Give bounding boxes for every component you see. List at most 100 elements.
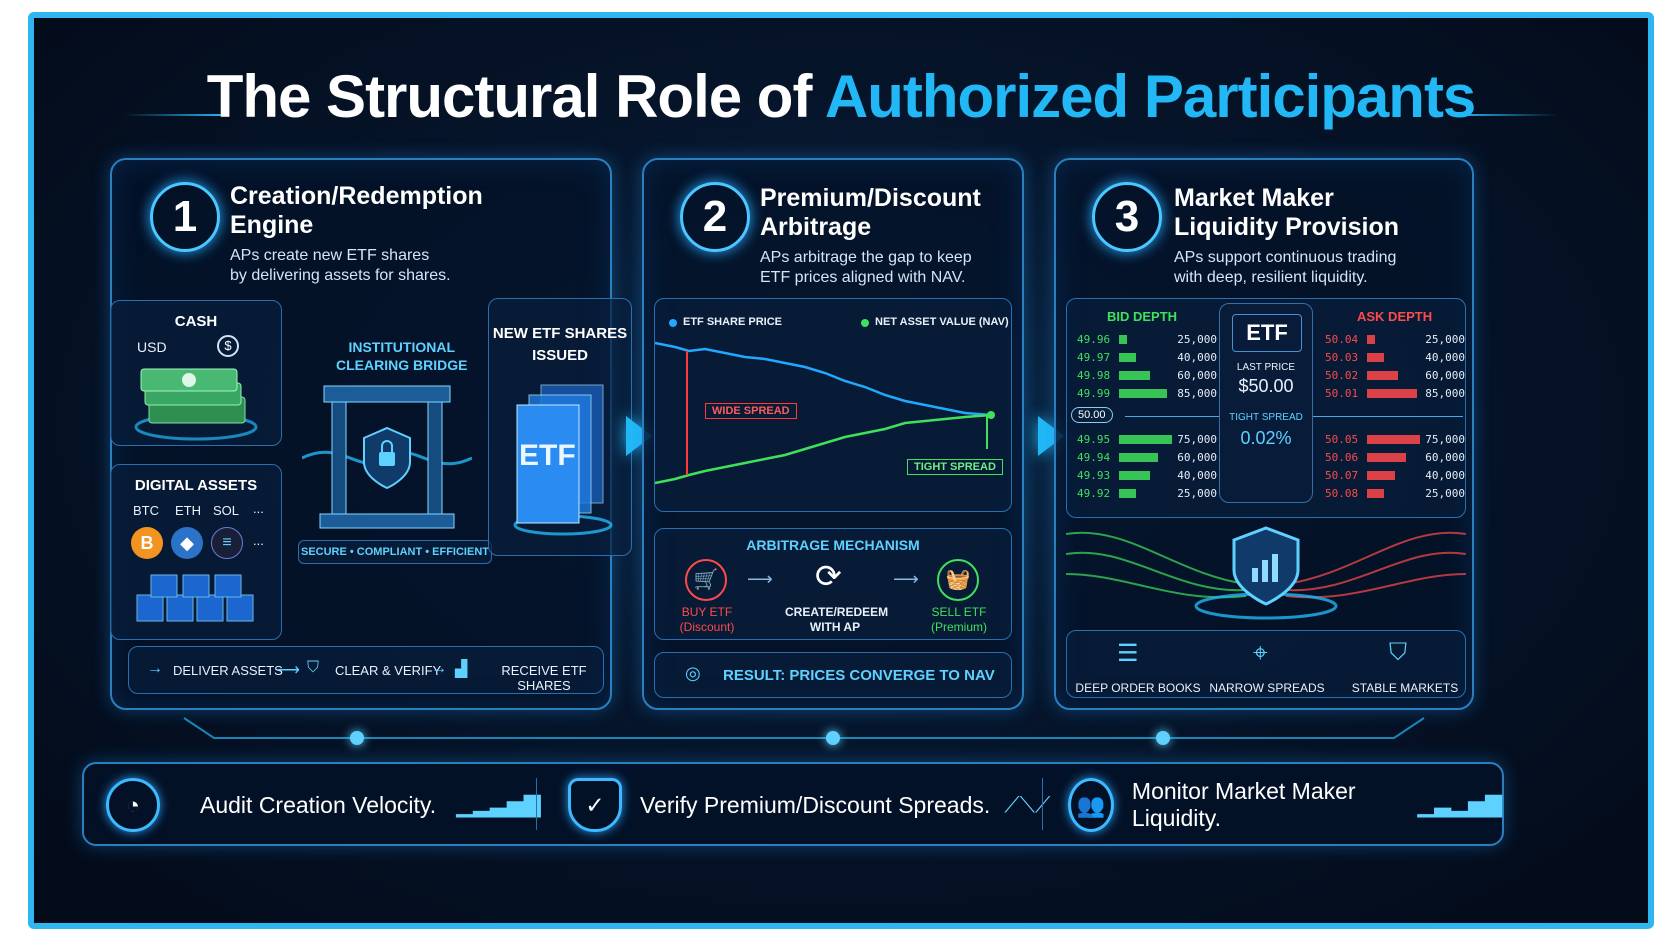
ask-price: 50.06 xyxy=(1325,451,1359,464)
legend-nav-marker xyxy=(861,319,869,327)
bid-depth-bar xyxy=(1119,371,1150,380)
ask-quantity: 40,000 xyxy=(1425,351,1465,364)
ask-price: 50.04 xyxy=(1325,333,1359,346)
buy-basket-icon: 🛒 xyxy=(685,559,727,601)
step-clear-verify: CLEAR & VERIFY xyxy=(335,663,442,678)
ask-price: 50.08 xyxy=(1325,487,1359,500)
bid-quantity: 75,000 xyxy=(1177,433,1217,446)
monitor-label: Monitor Market Maker Liquidity. xyxy=(1131,778,1356,831)
mid-line-left xyxy=(1125,416,1219,417)
bid-depth-bar xyxy=(1119,353,1136,362)
nav-line xyxy=(655,413,992,485)
legend-nav-label: NET ASSET VALUE (NAV) xyxy=(875,316,1009,328)
ask-price: 50.05 xyxy=(1325,433,1359,446)
deep-order-books-label: DEEP ORDER BOOKS xyxy=(1075,681,1201,695)
crypto-blocks-icon xyxy=(136,574,254,622)
cash-label: CASH xyxy=(174,313,218,330)
arrow-right-icon-3: → xyxy=(431,660,447,677)
step-receive-etf-shares: RECEIVE ETF SHARES xyxy=(501,663,587,693)
bid-quantity: 25,000 xyxy=(1177,487,1217,500)
connector-dot-2 xyxy=(826,731,840,745)
footer-divider-1 xyxy=(536,778,537,830)
mid-price-badge: 50.00 xyxy=(1071,407,1113,423)
refresh-icon: ⟳ xyxy=(815,558,842,594)
market-features-bar: ☰ DEEP ORDER BOOKS ⌖ NARROW SPREADS ⛉ ST… xyxy=(1066,630,1466,698)
ask-depth-label: ASK DEPTH xyxy=(1357,309,1433,324)
shield-icon: ⛉ xyxy=(1389,639,1407,666)
bid-order-row: 49.92 25,000 xyxy=(1077,487,1217,500)
ask-depth-bar xyxy=(1367,471,1395,480)
mid-line-right xyxy=(1313,416,1463,417)
verify-label: Verify Premium/Discount Spreads. xyxy=(640,791,991,818)
bitcoin-icon: B xyxy=(131,527,163,559)
ask-price: 50.03 xyxy=(1325,351,1359,364)
bid-price: 49.92 xyxy=(1077,487,1111,500)
crosshair-icon: ⌖ xyxy=(1253,637,1268,667)
etf-quote-box: ETF LAST PRICE $50.00 TIGHT SPREAD 0.02% xyxy=(1219,303,1313,503)
ask-depth-bar xyxy=(1367,453,1407,462)
ask-depth-bar xyxy=(1367,389,1418,398)
arrow-right-icon-4: ⟶ xyxy=(747,569,773,589)
ask-quantity: 60,000 xyxy=(1425,451,1465,464)
etf-price-line xyxy=(655,341,992,417)
arbitrage-mechanism-box: ARBITRAGE MECHANISM 🛒 BUY ETF(Discount) … xyxy=(654,528,1012,640)
ask-order-row: 50.05 75,000 xyxy=(1325,433,1465,446)
audit-label: Audit Creation Velocity. xyxy=(200,791,437,818)
bid-depth-label: BID DEPTH xyxy=(1107,309,1178,324)
step-number-1: 1 xyxy=(150,182,220,252)
creation-steps-bar: → DELIVER ASSETS ⟶ ⛉ CLEAR & VERIFY → ▟ … xyxy=(128,646,604,694)
etf-block-label: ETF xyxy=(519,439,576,472)
ask-depth-bar xyxy=(1367,489,1384,498)
bar-chart-icon: ▟ xyxy=(455,661,468,678)
ask-quantity: 60,000 xyxy=(1425,369,1465,382)
sell-etf-label: SELL ETF(Premium) xyxy=(931,605,987,634)
infographic-frame: The Structural Role of Authorized Partic… xyxy=(28,12,1654,929)
shield-check-icon-footer: ✓ xyxy=(568,778,622,832)
spread-value: 0.02% xyxy=(1240,428,1292,448)
footer-item-audit: ◔ Audit Creation Velocity. ▁▂▃▅▇ xyxy=(106,778,541,832)
bid-depth-bar xyxy=(1119,489,1136,498)
arbitrage-mechanism-label: ARBITRAGE MECHANISM xyxy=(746,537,920,553)
dollar-icon: $ xyxy=(217,335,239,357)
ask-quantity: 25,000 xyxy=(1425,487,1465,500)
title-main: The Structural Role of xyxy=(206,63,825,130)
step-number-2: 2 xyxy=(680,182,750,252)
ask-quantity: 85,000 xyxy=(1425,387,1465,400)
tight-spread-label: TIGHT SPREAD xyxy=(907,459,1003,475)
bid-quantity: 40,000 xyxy=(1177,469,1217,482)
last-price-value: $50.00 xyxy=(1238,376,1294,396)
secure-badge: SECURE • COMPLIANT • EFFICIENT xyxy=(298,540,492,564)
sell-basket-icon: 🧺 xyxy=(937,559,979,601)
price-convergence-chart xyxy=(655,341,995,485)
bid-quantity: 60,000 xyxy=(1177,451,1217,464)
connector-dot-1 xyxy=(350,731,364,745)
target-icon: ◎ xyxy=(685,663,701,683)
bid-price: 49.97 xyxy=(1077,351,1111,364)
ask-depth-bar xyxy=(1367,335,1376,344)
footer-divider-2 xyxy=(1042,778,1043,830)
stable-markets-label: STABLE MARKETS xyxy=(1351,681,1459,695)
btc-label: BTC xyxy=(133,503,159,518)
result-bar: ◎ RESULT: PRICES CONVERGE TO NAV xyxy=(654,652,1012,698)
bid-price: 49.93 xyxy=(1077,469,1111,482)
bid-quantity: 60,000 xyxy=(1177,369,1217,382)
trend-chart-icon: ⟋⟍⟋ xyxy=(1004,792,1051,817)
etf-ticker: ETF xyxy=(1232,314,1302,352)
rising-bars-icon-2: ▁▃▂▅▇ xyxy=(1417,792,1502,817)
clearing-bridge-icon xyxy=(302,385,472,529)
arrow-right-icon-1: → xyxy=(147,660,163,677)
ask-quantity: 75,000 xyxy=(1425,433,1465,446)
